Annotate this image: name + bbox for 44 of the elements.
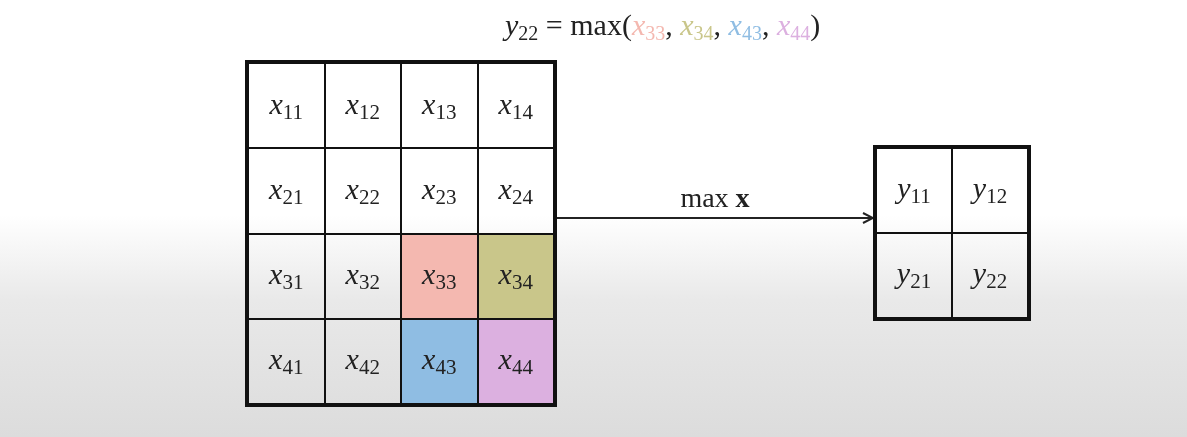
matrix-cell: [952, 148, 1028, 233]
matrix-entry: x$_{33}$: [422, 259, 457, 294]
matrix-entry: x$_{12}$: [345, 88, 380, 123]
matrix-entry: x$_{21}$: [269, 173, 304, 208]
matrix-entry: y$_{22}$: [972, 258, 1008, 293]
matrix-cell: [248, 148, 325, 234]
matrix-entry: x$_{32}$: [345, 259, 380, 294]
matrix-entry: x$_{31}$: [269, 259, 304, 294]
matrix-cell: [477, 233, 554, 319]
matrix-cell: [324, 318, 401, 404]
matrix-entry: x$_{23}$: [422, 173, 457, 208]
edge-label: max x: [679, 182, 751, 214]
matrix-cell: [324, 233, 401, 319]
matrix-cell: [876, 233, 952, 318]
matrix-cell: [401, 148, 478, 234]
matrix-cell: [324, 148, 401, 234]
matrix-cell: [401, 63, 478, 149]
matrix-grid: [245, 60, 557, 407]
matrix-cell: [952, 233, 1028, 318]
matrix-cell: [248, 63, 325, 149]
matrix-entry: x$_{11}$: [269, 88, 304, 123]
matrix-entry: x$_{34}$: [498, 259, 533, 294]
matrix-entry: y$_{21}$: [896, 258, 932, 293]
matrix-entry: y$_{12}$: [972, 173, 1008, 208]
matrix-entry: x$_{13}$: [422, 88, 457, 123]
matrix-grid: [873, 145, 1031, 321]
arrow: [556, 212, 874, 224]
matrix-cell: [248, 318, 325, 404]
matrix-entry: x$_{44}$: [498, 344, 533, 379]
matrix-entry: x$_{41}$: [269, 344, 304, 379]
matrix-entry: x$_{42}$: [345, 344, 380, 379]
matrix-entry: x$_{22}$: [345, 173, 380, 208]
matrix-cell: [477, 148, 554, 234]
matrix-entry: x$_{14}$: [498, 88, 533, 123]
matrix-cell: [401, 233, 478, 319]
matrix-cell: [324, 63, 401, 149]
matrix-cell: [477, 63, 554, 149]
matrix-cell: [876, 148, 952, 233]
matrix-entry: x$_{24}$: [498, 173, 533, 208]
matrix-entry: y$_{11}$: [897, 173, 931, 208]
matrix-cell: [248, 233, 325, 319]
matrix-entry: x$_{43}$: [422, 344, 457, 379]
matrix-cell: [401, 318, 478, 404]
matrix-cell: [477, 318, 554, 404]
